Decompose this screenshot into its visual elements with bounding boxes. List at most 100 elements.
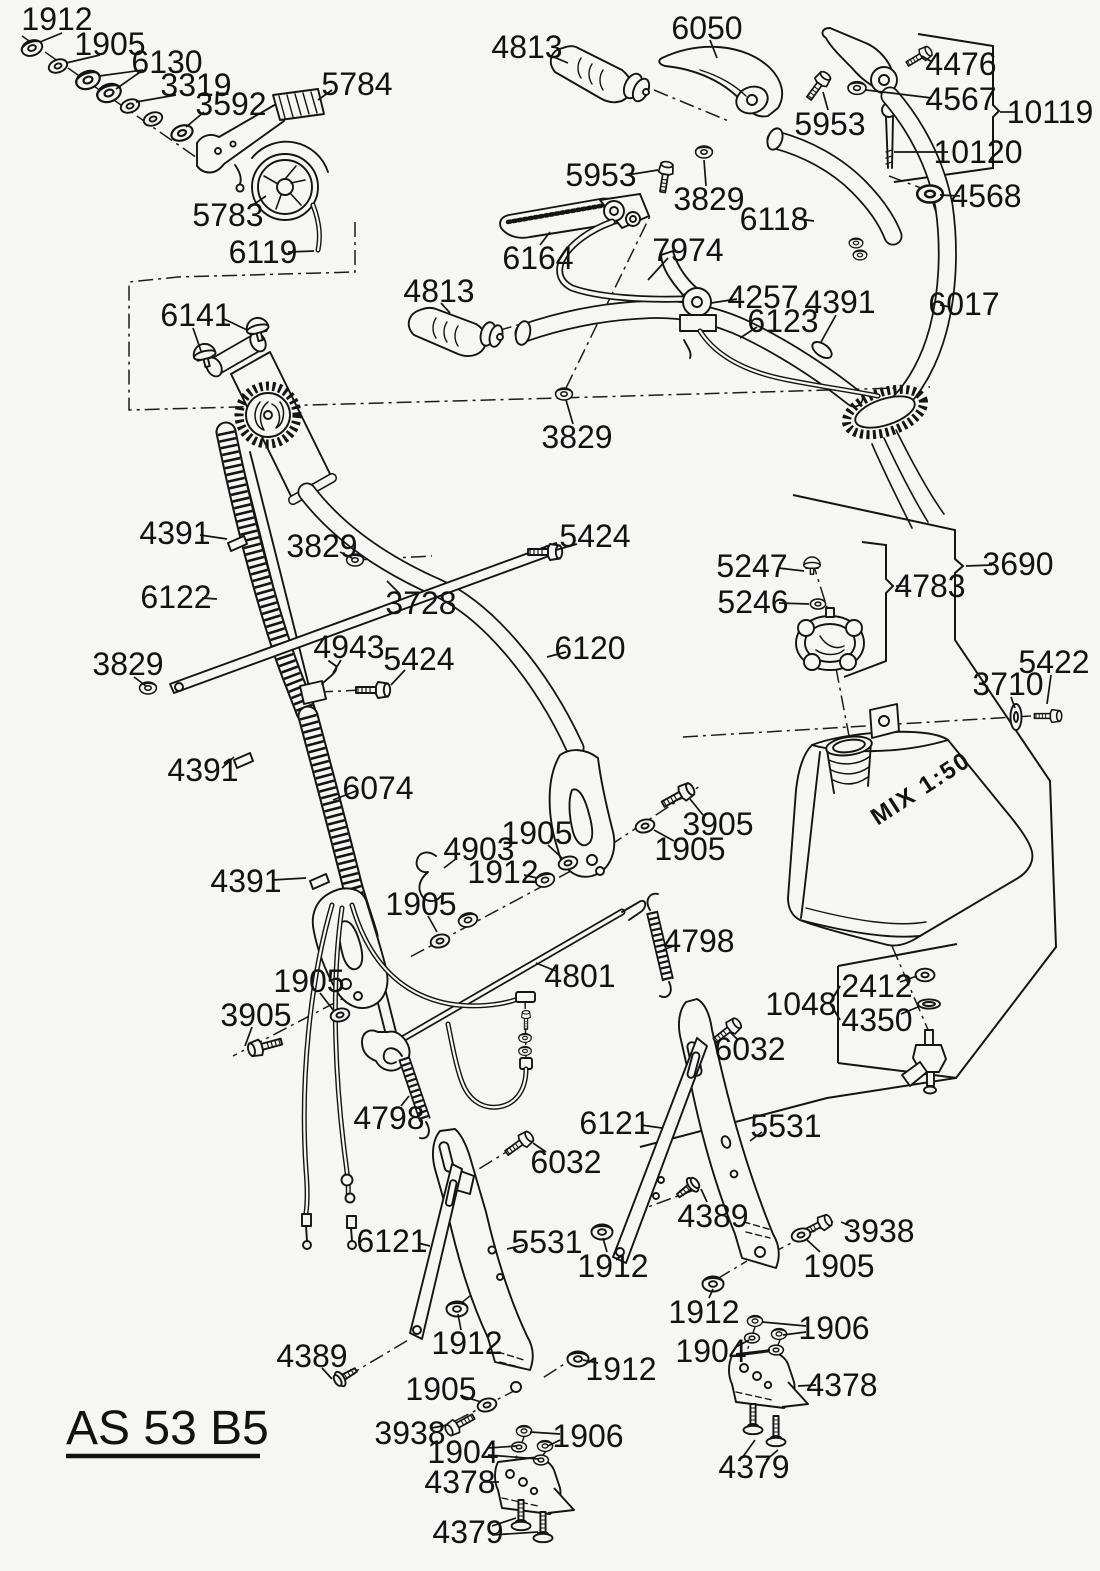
nut-3829 bbox=[694, 145, 714, 159]
part-label-1905: 1905 bbox=[273, 963, 344, 999]
part-label-3829: 3829 bbox=[673, 181, 744, 217]
leader-line bbox=[443, 857, 458, 869]
part-label-3690: 3690 bbox=[982, 546, 1053, 582]
part-label-3319: 3319 bbox=[160, 67, 231, 103]
leader-line bbox=[735, 1349, 771, 1355]
part-label-1904: 1904 bbox=[675, 1333, 746, 1369]
part-label-4798: 4798 bbox=[353, 1100, 424, 1136]
washer-4568 bbox=[915, 184, 945, 204]
part-label-1912: 1912 bbox=[668, 1294, 739, 1330]
gasket-4350 bbox=[917, 998, 941, 1010]
leader-line bbox=[1010, 696, 1016, 709]
part-label-6121: 6121 bbox=[356, 1223, 427, 1259]
leader-line bbox=[487, 1445, 518, 1449]
leader-line bbox=[461, 1395, 482, 1403]
part-label-1905: 1905 bbox=[501, 815, 572, 851]
part-label-6123: 6123 bbox=[747, 303, 818, 339]
part-label-4391: 4391 bbox=[210, 863, 281, 899]
leader-line bbox=[244, 1026, 253, 1047]
part-label-10120: 10120 bbox=[934, 134, 1023, 170]
washer-1904 bbox=[767, 1344, 785, 1356]
part-label-3728: 3728 bbox=[385, 585, 456, 621]
diagram-title: AS 53 B5 bbox=[66, 1402, 269, 1455]
leader-line bbox=[199, 534, 228, 540]
brand-emblem bbox=[234, 381, 302, 449]
leader-line bbox=[820, 314, 837, 343]
cable-clip-4391 bbox=[233, 752, 254, 769]
leader-line bbox=[491, 1517, 517, 1527]
leader-line bbox=[640, 1124, 663, 1129]
part-label-4378: 4378 bbox=[806, 1367, 877, 1403]
leader-line bbox=[765, 1449, 779, 1461]
brace-6121-right bbox=[612, 1037, 708, 1264]
leader-line bbox=[185, 111, 205, 128]
leader-line bbox=[739, 326, 758, 339]
leader-line bbox=[65, 54, 101, 64]
leader-line bbox=[192, 327, 202, 352]
nut-1906 bbox=[746, 1314, 764, 1328]
leader-line bbox=[708, 1288, 714, 1299]
leader-line bbox=[735, 1339, 750, 1348]
part-label-4391: 4391 bbox=[139, 515, 210, 551]
assembly-axis bbox=[891, 945, 930, 1033]
leader-line bbox=[440, 302, 451, 314]
nut-3829 bbox=[554, 387, 574, 401]
hook-4903 bbox=[415, 851, 442, 902]
part-label-4813: 4813 bbox=[403, 273, 474, 309]
cable-clip-4391 bbox=[227, 535, 248, 552]
group-bracket bbox=[893, 33, 1001, 183]
leader-line bbox=[133, 676, 147, 687]
part-label-5953: 5953 bbox=[794, 106, 865, 142]
assembly-axis bbox=[744, 1326, 756, 1358]
leader-line bbox=[547, 844, 563, 859]
leader-line bbox=[506, 1244, 525, 1250]
leader-line bbox=[797, 1384, 817, 1387]
nut-1912 bbox=[445, 1300, 469, 1318]
part-label-5784: 5784 bbox=[321, 66, 392, 102]
leader-line bbox=[135, 94, 177, 103]
part-label-6121: 6121 bbox=[579, 1105, 650, 1141]
leader-line bbox=[287, 250, 315, 253]
part-label-4391: 4391 bbox=[167, 752, 238, 788]
leader-line bbox=[782, 1331, 807, 1336]
part-label-7974: 7974 bbox=[652, 232, 723, 268]
leader-line bbox=[332, 659, 342, 674]
part-label-3829: 3829 bbox=[92, 646, 163, 682]
part-label-4378: 4378 bbox=[424, 1464, 495, 1500]
part-label-1906: 1906 bbox=[552, 1418, 623, 1454]
lower-frame-group bbox=[301, 851, 809, 1544]
part-label-4798: 4798 bbox=[663, 923, 734, 959]
leader-line bbox=[805, 1238, 821, 1253]
leader-line bbox=[700, 1188, 708, 1203]
part-label-4801: 4801 bbox=[544, 958, 615, 994]
leader-line bbox=[548, 54, 569, 64]
nut-1906 bbox=[515, 1424, 533, 1438]
leader-line bbox=[778, 602, 810, 605]
handlebar-assembly bbox=[407, 27, 957, 529]
ribbed-boot bbox=[841, 384, 929, 440]
part-label-5531: 5531 bbox=[750, 1108, 821, 1144]
part-label-4257: 4257 bbox=[727, 279, 798, 315]
leader-line bbox=[547, 1439, 561, 1447]
assembly-axis bbox=[21, 35, 201, 161]
leader-lines bbox=[39, 32, 1052, 1536]
washer-5246 bbox=[809, 598, 827, 610]
leader-line bbox=[777, 567, 805, 572]
part-label-10119: 10119 bbox=[1007, 94, 1094, 130]
part-label-5953: 5953 bbox=[565, 157, 636, 193]
part-label-3829: 3829 bbox=[541, 419, 612, 455]
nut-1912 bbox=[590, 1223, 614, 1241]
leader-line bbox=[532, 1142, 547, 1153]
part-label-1912: 1912 bbox=[585, 1351, 656, 1387]
leader-line bbox=[539, 231, 551, 246]
cable-band-clamp bbox=[811, 341, 833, 359]
part-label-5783: 5783 bbox=[192, 197, 263, 233]
leader-line bbox=[662, 944, 677, 951]
leader-line bbox=[555, 543, 578, 551]
leader-line bbox=[565, 399, 574, 425]
throttle-lever bbox=[660, 250, 699, 296]
leader-line bbox=[317, 89, 333, 101]
leader-line bbox=[626, 169, 659, 176]
